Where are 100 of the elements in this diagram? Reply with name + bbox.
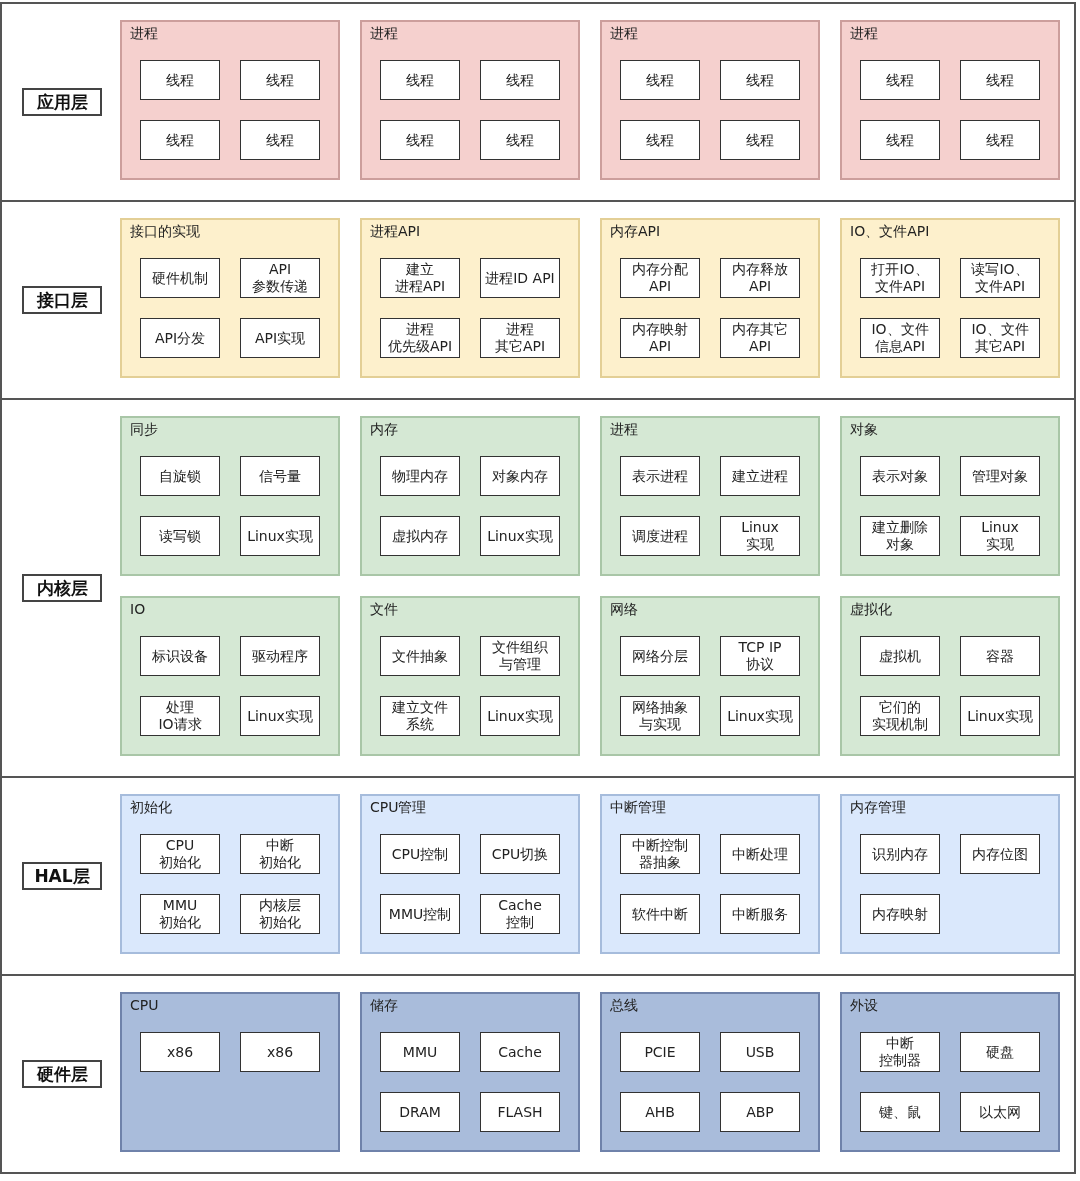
module-box: 中断初始化 <box>240 834 320 874</box>
panel-heading: 进程 <box>610 421 638 439</box>
module-box: 管理对象 <box>960 456 1040 496</box>
panel-heading: 文件 <box>370 601 398 619</box>
module-box: 线程 <box>480 120 560 160</box>
module-box: Linux实现 <box>960 516 1040 556</box>
module-panel <box>120 218 340 378</box>
module-box: Linux实现 <box>480 696 560 736</box>
layer-label: 内核层 <box>22 574 102 602</box>
module-box: 中断处理 <box>720 834 800 874</box>
module-box: 进程ID API <box>480 258 560 298</box>
module-panel <box>360 794 580 954</box>
module-panel <box>840 416 1060 576</box>
panel-heading: 进程 <box>370 25 398 43</box>
module-box: 表示对象 <box>860 456 940 496</box>
panel-heading: 进程API <box>370 223 421 241</box>
module-box: MMU <box>380 1032 460 1072</box>
module-box: 中断控制器 <box>860 1032 940 1072</box>
module-box: 内存映射API <box>620 318 700 358</box>
panel-heading: CPU管理 <box>370 799 427 817</box>
module-box: API参数传递 <box>240 258 320 298</box>
module-panel <box>360 416 580 576</box>
module-panel <box>120 416 340 576</box>
module-box: 硬盘 <box>960 1032 1040 1072</box>
panel-heading: 对象 <box>850 421 878 439</box>
module-box: 线程 <box>380 120 460 160</box>
module-panel <box>600 20 820 180</box>
panel-heading: 进程 <box>130 25 158 43</box>
module-panel <box>360 596 580 756</box>
layer-band <box>0 398 1076 778</box>
module-box: 建立删除对象 <box>860 516 940 556</box>
panel-heading: 总线 <box>610 997 638 1015</box>
module-box: 建立进程API <box>380 258 460 298</box>
module-box: 表示进程 <box>620 456 700 496</box>
module-panel <box>840 218 1060 378</box>
module-box: MMU初始化 <box>140 894 220 934</box>
module-panel <box>840 596 1060 756</box>
module-box: 线程 <box>480 60 560 100</box>
module-box: 建立进程 <box>720 456 800 496</box>
module-panel <box>120 596 340 756</box>
module-box: 线程 <box>140 60 220 100</box>
module-box: Linux实现 <box>480 516 560 556</box>
module-box: 线程 <box>860 120 940 160</box>
module-box: IO、文件信息API <box>860 318 940 358</box>
module-box: Linux实现 <box>720 696 800 736</box>
module-box: 网络分层 <box>620 636 700 676</box>
module-box: x86 <box>240 1032 320 1072</box>
panel-heading: IO、文件API <box>850 223 930 241</box>
module-box: API分发 <box>140 318 220 358</box>
module-box: 处理IO请求 <box>140 696 220 736</box>
module-box: 中断服务 <box>720 894 800 934</box>
module-box: 软件中断 <box>620 894 700 934</box>
layer-label: 硬件层 <box>22 1060 102 1088</box>
module-box: Linux实现 <box>720 516 800 556</box>
module-box: x86 <box>140 1032 220 1072</box>
panel-heading: 内存API <box>610 223 661 241</box>
module-box: 它们的实现机制 <box>860 696 940 736</box>
module-box: 内存映射 <box>860 894 940 934</box>
module-box: 调度进程 <box>620 516 700 556</box>
panel-heading: 接口的实现 <box>130 223 200 241</box>
module-box: 读写锁 <box>140 516 220 556</box>
module-box: 文件抽象 <box>380 636 460 676</box>
layer-band <box>0 200 1076 400</box>
layer-band <box>0 2 1076 202</box>
module-box: PCIE <box>620 1032 700 1072</box>
module-box: 内存位图 <box>960 834 1040 874</box>
module-panel <box>120 992 340 1152</box>
module-panel <box>840 992 1060 1152</box>
module-box: DRAM <box>380 1092 460 1132</box>
module-box: 线程 <box>240 60 320 100</box>
module-box: 网络抽象与实现 <box>620 696 700 736</box>
panel-heading: CPU <box>130 997 159 1013</box>
panel-heading: 内存管理 <box>850 799 906 817</box>
module-panel <box>600 218 820 378</box>
panel-heading: 内存 <box>370 421 398 439</box>
module-panel <box>120 794 340 954</box>
module-box: 中断控制器抽象 <box>620 834 700 874</box>
module-panel <box>600 416 820 576</box>
module-box: 虚拟内存 <box>380 516 460 556</box>
layer-label: 应用层 <box>22 88 102 116</box>
module-box: Cache控制 <box>480 894 560 934</box>
layer-band <box>0 974 1076 1174</box>
module-box: 驱动程序 <box>240 636 320 676</box>
module-box: 文件组织与管理 <box>480 636 560 676</box>
module-box: 内存释放API <box>720 258 800 298</box>
module-box: 容器 <box>960 636 1040 676</box>
module-box: 线程 <box>240 120 320 160</box>
module-box: 打开IO、文件API <box>860 258 940 298</box>
module-box: 键、鼠 <box>860 1092 940 1132</box>
module-panel <box>840 794 1060 954</box>
panel-heading: 虚拟化 <box>850 601 892 619</box>
module-box: Linux实现 <box>240 516 320 556</box>
module-box: API实现 <box>240 318 320 358</box>
module-box: USB <box>720 1032 800 1072</box>
layer-label: HAL层 <box>22 862 102 890</box>
module-box: 虚拟机 <box>860 636 940 676</box>
module-box: 线程 <box>720 120 800 160</box>
layer-band <box>0 776 1076 976</box>
panel-heading: 储存 <box>370 997 398 1015</box>
module-box: 内存分配API <box>620 258 700 298</box>
